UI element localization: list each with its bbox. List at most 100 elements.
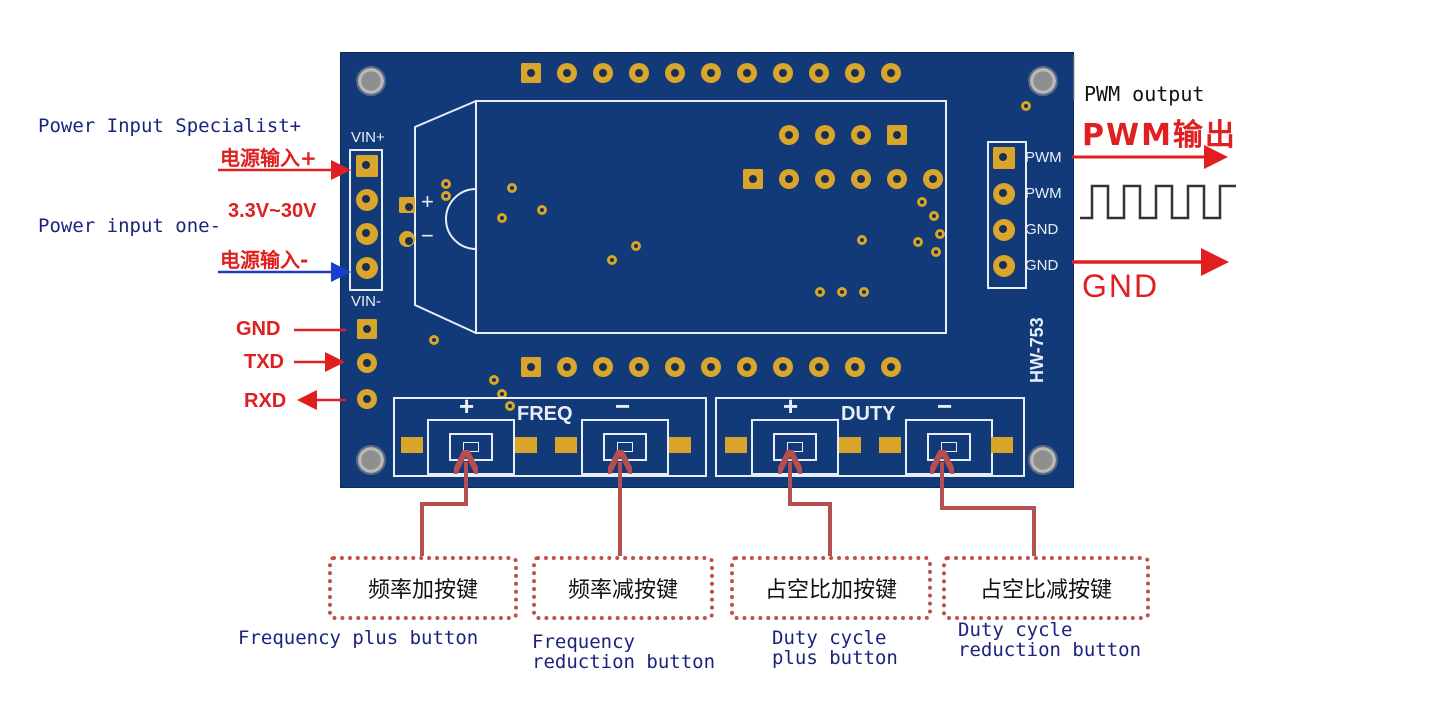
- duty-plus-callout: 占空比加按键: [730, 556, 932, 620]
- callout-arrow: [942, 462, 1036, 556]
- vin-minus-en-label: Power input one-: [38, 215, 222, 237]
- freq-plus-en-label: Frequency plus button: [238, 627, 479, 649]
- pwm-header-outline: [987, 141, 1027, 289]
- via: [489, 375, 499, 385]
- gnd-output-label: GND: [1082, 268, 1160, 304]
- via: [857, 235, 867, 245]
- via: [929, 211, 939, 221]
- bottom-pin: [629, 357, 649, 377]
- lcd-outline: [414, 100, 947, 334]
- button-pad: [555, 437, 577, 453]
- via: [859, 287, 869, 297]
- freq-minus-callout: 频率减按键: [532, 556, 714, 620]
- mounting-hole: [1028, 445, 1058, 475]
- top-pin: [701, 63, 721, 83]
- pad: [743, 169, 763, 189]
- header-pin-label: PWM: [1025, 185, 1062, 202]
- pad: [887, 169, 907, 189]
- mounting-hole: [356, 445, 386, 475]
- lcd-minus-label: −: [421, 223, 434, 248]
- callout-arrow: [790, 462, 832, 556]
- via: [429, 335, 439, 345]
- bottom-pin: [593, 357, 613, 377]
- via: [913, 237, 923, 247]
- via: [505, 401, 515, 411]
- mounting-hole: [1028, 66, 1058, 96]
- via: [441, 179, 451, 189]
- pwm-pin: [993, 147, 1015, 169]
- top-pin: [737, 63, 757, 83]
- freq-minus-en-label: Frequency reduction button: [532, 631, 716, 673]
- button-pad: [515, 437, 537, 453]
- pwm-pin: [993, 183, 1015, 205]
- lcd-pin-plus: [399, 197, 415, 213]
- button-pad: [401, 437, 423, 453]
- top-pin: [881, 63, 901, 83]
- via: [917, 197, 927, 207]
- rxd-label: RXD: [244, 390, 287, 412]
- duty-label: DUTY: [841, 403, 896, 425]
- duty-minus-en-label: Duty cycle reduction button: [958, 619, 1142, 661]
- freq-plus-callout: 频率加按键: [328, 556, 518, 620]
- via: [537, 205, 547, 215]
- via: [935, 229, 945, 239]
- txd-label: TXD: [244, 351, 284, 373]
- button-pad: [725, 437, 747, 453]
- gnd-label: GND: [236, 318, 281, 340]
- via: [815, 287, 825, 297]
- bottom-pin: [557, 357, 577, 377]
- vin-minus-cn-label: 电源输入-: [220, 248, 309, 272]
- via: [837, 287, 847, 297]
- bottom-pin: [809, 357, 829, 377]
- bottom-pin: [881, 357, 901, 377]
- top-pin: [773, 63, 793, 83]
- vin-pin: [356, 223, 378, 245]
- vin-plus-silk: VIN+: [351, 129, 385, 146]
- via: [1021, 101, 1031, 111]
- pad: [779, 169, 799, 189]
- pad: [887, 125, 907, 145]
- via: [497, 389, 507, 399]
- duty-minus-callout: 占空比减按键: [942, 556, 1150, 620]
- via: [931, 247, 941, 257]
- freq-minus-silk: −: [615, 391, 631, 421]
- button-pad: [669, 437, 691, 453]
- top-pin: [665, 63, 685, 83]
- button-pad: [839, 437, 861, 453]
- bottom-pin: [737, 357, 757, 377]
- gnd-serial-pin: [357, 319, 377, 339]
- pwm-output-en-label: PWM output: [1084, 82, 1205, 106]
- button-pad: [991, 437, 1013, 453]
- top-pin: [557, 63, 577, 83]
- duty-plus-silk: +: [783, 391, 799, 421]
- freq-plus-silk: +: [459, 391, 475, 421]
- freq-label: FREQ: [517, 403, 573, 425]
- top-pin: [593, 63, 613, 83]
- lcd-pin-minus: [399, 231, 415, 247]
- bottom-pin: [665, 357, 685, 377]
- freq-minus-switch[interactable]: [581, 419, 669, 475]
- rxd-pin: [357, 389, 377, 409]
- button-pad: [879, 437, 901, 453]
- pcb-board: + − VIN+ VIN- PWM PWM GND GND: [340, 52, 1074, 488]
- top-pin: [809, 63, 829, 83]
- duty-button-group: [715, 397, 1025, 477]
- mounting-hole: [356, 66, 386, 96]
- callout-arrow: [420, 462, 466, 556]
- txd-pin: [357, 353, 377, 373]
- bottom-pin: [521, 357, 541, 377]
- gnd-pin: [993, 255, 1015, 277]
- duty-minus-silk: −: [937, 391, 953, 421]
- gnd-pin: [993, 219, 1015, 241]
- via: [441, 191, 451, 201]
- via: [497, 213, 507, 223]
- vin-plus-pin: [356, 155, 378, 177]
- vin-minus-pin: [356, 257, 378, 279]
- vin-pin: [356, 189, 378, 211]
- via: [607, 255, 617, 265]
- vin-minus-silk: VIN-: [351, 293, 381, 310]
- pad: [815, 169, 835, 189]
- pad: [815, 125, 835, 145]
- voltage-range-label: 3.3V~30V: [228, 200, 317, 222]
